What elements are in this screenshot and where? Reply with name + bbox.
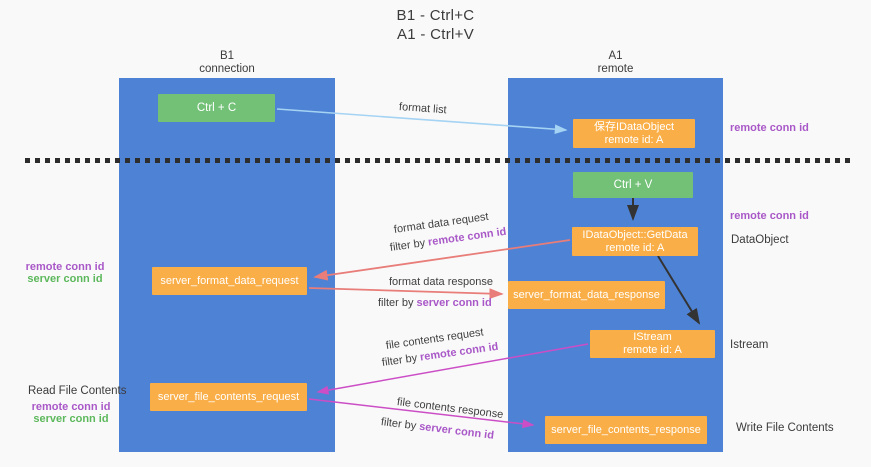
node-ctrl-v-label: Ctrl + V	[613, 178, 653, 191]
node-idataobject-getdata-line2: remote id: A	[605, 241, 665, 254]
node-ctrl-v: Ctrl + V	[573, 172, 693, 198]
filter-prefix: filter by	[380, 416, 420, 433]
left-label-group-file: remote conn id server conn id	[30, 401, 112, 425]
node-idataobject-getdata-line1: IDataObject::GetData	[582, 228, 688, 241]
filter-prefix: filter by	[378, 297, 417, 309]
lane-header-b1-line1: B1	[219, 50, 235, 62]
title-line-2: A1 - Ctrl+V	[396, 26, 475, 43]
side-label-write-file-contents: Write File Contents	[736, 422, 834, 434]
left-server-conn-id-1: server conn id	[27, 273, 103, 285]
node-server-file-contents-request: server_file_contents_request	[150, 383, 307, 411]
arrow-format-data-response	[308, 287, 504, 300]
node-server-file-contents-response-label: server_file_contents_response	[551, 423, 701, 436]
node-save-idataobject-line2: remote id: A	[604, 133, 664, 146]
lane-header-a1-remote: A1 remote	[508, 50, 723, 76]
lane-header-b1-connection: B1 connection	[119, 50, 335, 76]
node-istream-line2: remote id: A	[623, 344, 682, 356]
node-idataobject-getdata: IDataObject::GetData remote id: A	[572, 227, 698, 256]
edge-label-format-data-response: format data response	[389, 276, 493, 288]
node-server-format-data-request: server_format_data_request	[152, 267, 307, 295]
filter-server-conn-id: server conn id	[416, 297, 492, 309]
left-label-group-format: remote conn id server conn id	[24, 261, 106, 285]
node-ctrl-c-label: Ctrl + C	[196, 101, 237, 114]
edge-label-filter-server-2: filter by server conn id	[380, 416, 494, 442]
side-label-read-file-contents: Read File Contents	[28, 385, 127, 397]
title-line-1: B1 - Ctrl+C	[396, 7, 475, 24]
lane-header-b1-line2: connection	[199, 63, 255, 75]
node-server-format-data-request-label: server_format_data_request	[160, 274, 299, 287]
node-server-format-data-response-label: server_format_data_response	[513, 288, 660, 301]
node-save-idataobject: 保存IDataObject remote id: A	[573, 119, 695, 148]
edge-label-format-list: format list	[398, 101, 447, 117]
node-ctrl-c: Ctrl + C	[158, 94, 275, 122]
left-remote-conn-id-1: remote conn id	[25, 261, 105, 273]
phase-divider-dashed-line	[25, 158, 851, 163]
edge-label-filter-server-1: filter by server conn id	[378, 297, 492, 309]
node-istream: IStream remote id: A	[590, 330, 715, 358]
node-server-file-contents-response: server_file_contents_response	[545, 416, 707, 444]
node-save-idataobject-line1: 保存IDataObject	[593, 120, 675, 133]
filter-server-conn-id: server conn id	[418, 420, 495, 442]
filter-prefix: filter by	[389, 236, 429, 254]
lane-header-a1-line2: remote	[597, 63, 634, 75]
side-label-remote-conn-id-mid: remote conn id	[730, 210, 809, 222]
lane-header-a1-line1: A1	[608, 50, 623, 62]
filter-prefix: filter by	[381, 351, 421, 369]
side-label-istream: Istream	[730, 339, 769, 351]
node-istream-line1: IStream	[633, 331, 672, 343]
node-server-file-contents-request-label: server_file_contents_request	[157, 390, 300, 403]
side-label-remote-conn-id-top: remote conn id	[730, 122, 809, 134]
node-server-format-data-response: server_format_data_response	[508, 281, 665, 309]
diagram-title: B1 - Ctrl+C A1 - Ctrl+V	[0, 6, 871, 44]
left-server-conn-id-2: server conn id	[33, 413, 109, 425]
left-remote-conn-id-2: remote conn id	[31, 401, 111, 413]
edge-label-file-contents-response: file contents response	[396, 396, 504, 421]
side-label-dataobject: DataObject	[731, 234, 789, 246]
